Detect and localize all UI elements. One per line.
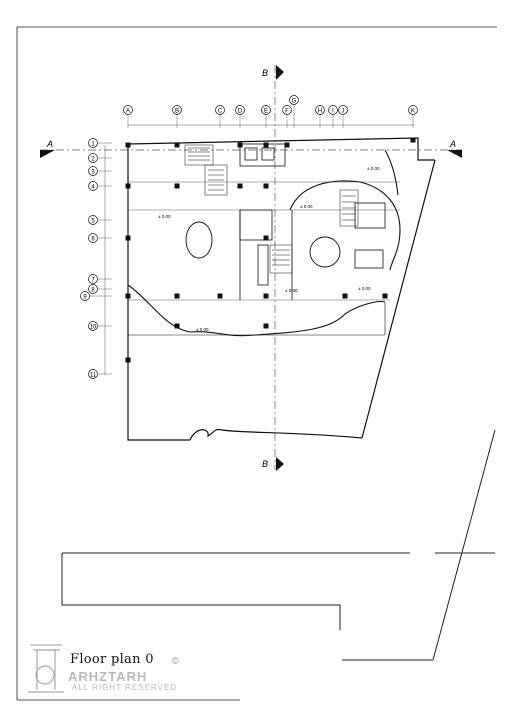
column-bubble-f: F (282, 105, 292, 128)
column-bubble-k: K (408, 105, 418, 128)
drawing-title: Floor plan 0 (70, 652, 154, 667)
column-square (125, 142, 131, 148)
row-label: 6 (91, 237, 95, 243)
row-bubble-4: 4 (88, 181, 112, 191)
column-square (174, 323, 180, 329)
row-bubble-10: 10 (88, 321, 112, 331)
column-bubble-d: D (235, 105, 245, 128)
column-square (174, 142, 180, 148)
structural-columns (125, 137, 416, 363)
row-label: 5 (91, 219, 95, 225)
section-a-label-left: A (46, 139, 53, 149)
level-mark: ± 0.00 (358, 286, 371, 291)
row-bubble-5: 5 (88, 215, 112, 225)
level-mark: ± 0.00 (300, 204, 313, 209)
level-mark: ± 0.00 (285, 288, 298, 293)
column-bubble-h: H (315, 105, 325, 128)
site-outline-lower (61, 429, 496, 661)
column-label: H (318, 109, 322, 115)
building-outline (127, 137, 436, 441)
column-square (174, 183, 180, 189)
column-square (263, 183, 269, 189)
row-gridlines: 1 2 3 4 5 6 7 89 10 11 (80, 138, 112, 379)
column-bubble-j: J (338, 105, 348, 128)
column-label: E (264, 109, 268, 115)
section-a-label-right: A (449, 139, 456, 149)
column-square (263, 323, 269, 329)
column-label: C (218, 109, 223, 115)
row-bubble-7: 7 (88, 274, 112, 284)
section-line-b: B B (262, 65, 284, 471)
stairs (184, 144, 359, 274)
row-bubble-3: 3 (88, 166, 112, 176)
section-b-label-bottom: B (262, 459, 268, 469)
column-label: D (238, 109, 243, 115)
row-bubble-6: 6 (88, 233, 112, 243)
row-bubble-2: 2 (88, 153, 112, 163)
column-bubble-b: B (172, 105, 182, 128)
level-mark: ± 0.00 (367, 166, 380, 171)
column-square (263, 235, 269, 241)
section-b-label-top: B (262, 68, 268, 78)
row-label: 1 (91, 142, 95, 148)
column-label: I (332, 109, 334, 115)
column-square (410, 137, 416, 143)
row-label: 2 (91, 157, 95, 163)
column-bubble-e: E (261, 105, 271, 128)
column-square (382, 293, 388, 299)
row-label: 11 (90, 373, 97, 379)
column-label: J (342, 109, 345, 115)
column-square (125, 293, 131, 299)
company-logo (28, 644, 64, 693)
column-bubble-g: G (289, 95, 299, 128)
column-square (284, 142, 290, 148)
column-label: F (285, 109, 289, 115)
column-square (263, 142, 269, 148)
column-square (237, 183, 243, 189)
column-square (125, 183, 131, 189)
column-square (217, 293, 223, 299)
column-square (342, 293, 348, 299)
row-label: 3 (91, 170, 95, 176)
row-bubble-1: 1 (88, 138, 112, 148)
dimension-lines (104, 124, 415, 375)
row-label: 9 (83, 295, 87, 301)
level-marks: ± 0.00 ± 0.00 ± 0.00 ± 0.00 ± 0.00 ± 0.00 (158, 166, 380, 332)
level-mark: ± 0.00 (196, 327, 209, 332)
column-square (174, 293, 180, 299)
column-gridlines: A B C D E FG H I J K (123, 95, 418, 128)
row-label: 8 (91, 288, 95, 294)
copyright-symbol: © (172, 656, 179, 666)
core-walls (239, 143, 386, 300)
column-square (125, 357, 131, 363)
column-bubble-c: C (215, 105, 225, 128)
row-bubble-9: 9 (80, 291, 112, 301)
level-mark: ± 0.00 (158, 214, 171, 219)
column-label: A (126, 109, 130, 115)
column-square (125, 235, 131, 241)
row-bubble-11: 11 (88, 369, 112, 379)
column-square (263, 293, 269, 299)
column-label: G (292, 99, 297, 105)
curved-slab-edge (127, 149, 401, 337)
column-label: K (411, 109, 415, 115)
row-bubble-8: 8 (88, 284, 112, 294)
sheet-border (16, 26, 497, 701)
column-bubble-i: I (328, 105, 338, 128)
oval-voids (185, 221, 341, 268)
column-label: B (175, 109, 179, 115)
section-line-a: A A (40, 139, 462, 158)
brand-watermark: ARHZTARH (68, 669, 148, 684)
row-label: 10 (90, 325, 97, 331)
column-bubble-a: A (123, 105, 133, 128)
row-label: 7 (91, 278, 95, 284)
row-label: 4 (91, 185, 95, 191)
rights-watermark: ALL RIGHT RESERVED (72, 683, 177, 692)
